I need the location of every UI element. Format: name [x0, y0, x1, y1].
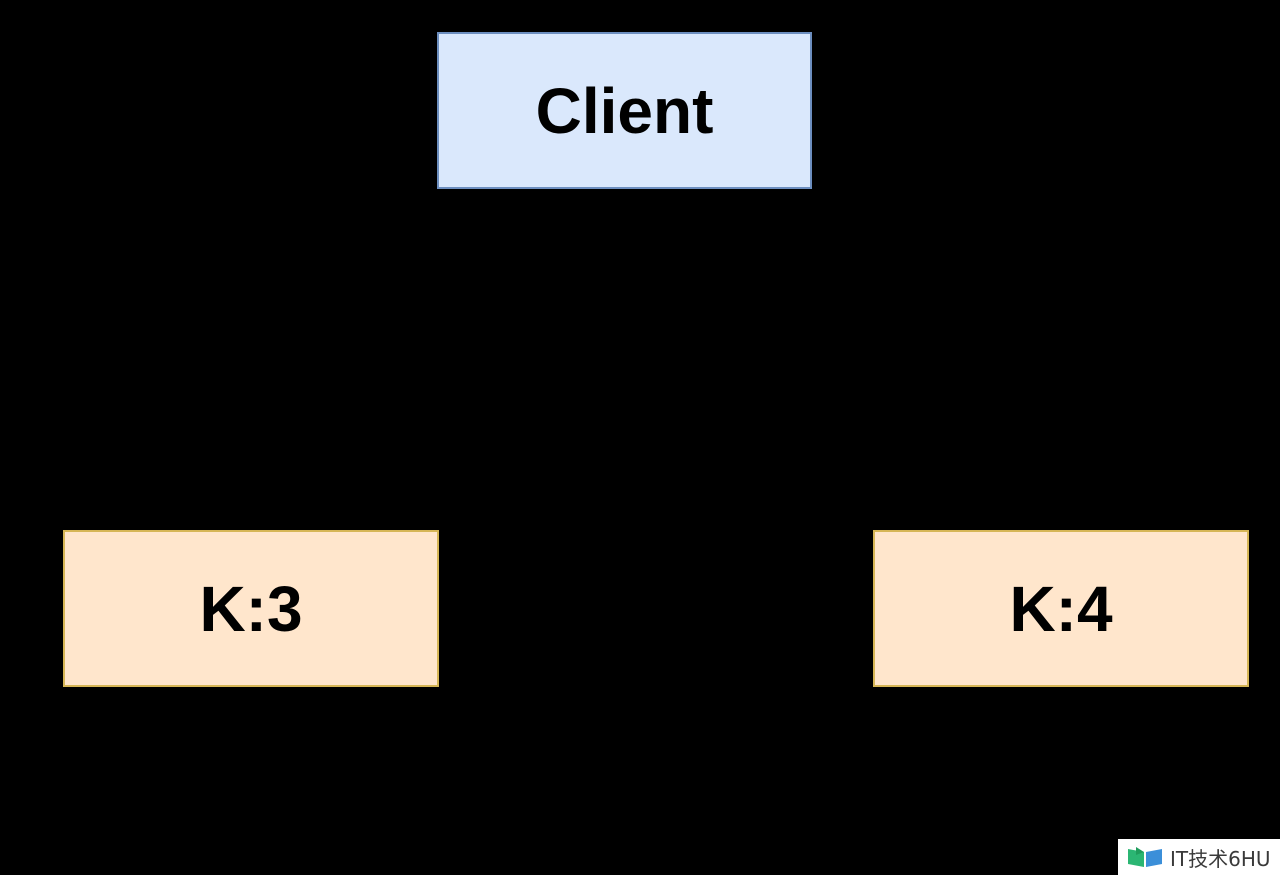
client-node-label: Client	[535, 74, 714, 147]
watermark-text: IT技术6HU	[1170, 846, 1271, 871]
book-logo-icon	[1128, 847, 1162, 867]
client-node: Client	[437, 32, 812, 189]
k3-node: K:3	[63, 530, 439, 687]
watermark: IT技术6HU	[1118, 839, 1280, 875]
k3-node-label: K:3	[199, 572, 303, 645]
k4-node-label: K:4	[1009, 572, 1113, 645]
k4-node: K:4	[873, 530, 1249, 687]
